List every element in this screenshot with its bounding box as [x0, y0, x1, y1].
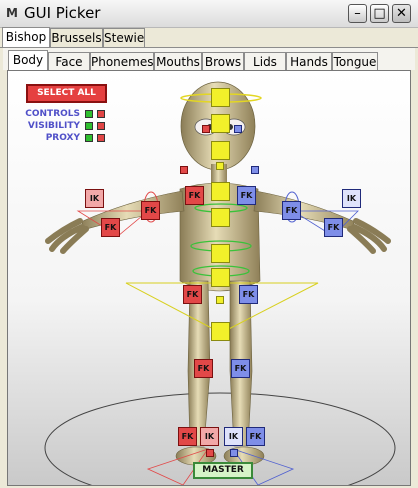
wrist-right-fk[interactable]: FK — [324, 218, 343, 237]
controls-hide-toggle[interactable] — [97, 110, 105, 118]
tab-brussels[interactable]: Brussels — [50, 28, 103, 47]
head-control[interactable] — [211, 114, 230, 133]
toe-left-control[interactable] — [206, 449, 214, 457]
spine-upper-control[interactable] — [211, 208, 230, 227]
elbow-left-fk[interactable]: FK — [141, 201, 160, 220]
shoulder-right-fk[interactable]: FK — [237, 186, 256, 205]
tab-phonemes[interactable]: Phonemes — [90, 52, 154, 70]
visibility-hide-toggle[interactable] — [97, 122, 105, 130]
head-top-control[interactable] — [211, 88, 230, 107]
leg-right-ik[interactable]: IK — [224, 427, 243, 446]
jaw-control[interactable] — [211, 141, 230, 160]
legend-proxy-label: PROXY — [45, 133, 80, 143]
hip-left-fk[interactable]: FK — [183, 285, 202, 304]
select-all-button[interactable]: SELECT ALL — [26, 84, 107, 103]
close-icon: ✕ — [396, 6, 407, 21]
neck-control[interactable] — [216, 162, 224, 170]
hips-control[interactable] — [216, 296, 224, 304]
maya-icon: M — [6, 6, 18, 20]
hip-right-fk[interactable]: FK — [239, 285, 258, 304]
foot-left-fk[interactable]: FK — [178, 427, 197, 446]
window-title: GUI Picker — [24, 4, 101, 22]
tab-divider — [0, 47, 418, 48]
wrist-left-fk[interactable]: FK — [101, 218, 120, 237]
root-control[interactable] — [211, 322, 230, 341]
spine-mid-control[interactable] — [211, 244, 230, 263]
eye-left-control[interactable] — [202, 125, 210, 133]
arm-right-ik[interactable]: IK — [342, 189, 361, 208]
floor-circle — [44, 392, 396, 485]
tab-bishop[interactable]: Bishop — [2, 27, 50, 48]
knee-right-fk[interactable]: FK — [231, 359, 250, 378]
tab-body[interactable]: Body — [8, 50, 48, 71]
arm-left-ik[interactable]: IK — [85, 189, 104, 208]
tab-mouths[interactable]: Mouths — [154, 52, 202, 70]
foot-right-fk[interactable]: FK — [246, 427, 265, 446]
tab-hands[interactable]: Hands — [286, 52, 332, 70]
elbow-right-fk[interactable]: FK — [282, 201, 301, 220]
minimize-button[interactable]: – — [348, 4, 367, 23]
spine-lower-control[interactable] — [211, 268, 230, 287]
visibility-show-toggle[interactable] — [85, 122, 93, 130]
tab-tongue[interactable]: Tongue — [332, 52, 378, 70]
clavicle-left-control[interactable] — [180, 166, 188, 174]
tab-lids[interactable]: Lids — [244, 52, 286, 70]
title-bar: M GUI Picker – □ ✕ — [0, 0, 418, 28]
maximize-icon: □ — [373, 6, 386, 21]
proxy-hide-toggle[interactable] — [97, 134, 105, 142]
proxy-show-toggle[interactable] — [85, 134, 93, 142]
leg-left-ik[interactable]: IK — [200, 427, 219, 446]
toe-right-control[interactable] — [230, 449, 238, 457]
controls-show-toggle[interactable] — [85, 110, 93, 118]
close-button[interactable]: ✕ — [392, 4, 411, 23]
clavicle-right-control[interactable] — [251, 166, 259, 174]
shoulder-left-fk[interactable]: FK — [185, 186, 204, 205]
knee-left-fk[interactable]: FK — [194, 359, 213, 378]
tab-face[interactable]: Face — [48, 52, 90, 70]
chest-control[interactable] — [211, 182, 230, 201]
minimize-icon: – — [354, 6, 361, 21]
tab-brows[interactable]: Brows — [202, 52, 244, 70]
eye-right-control[interactable] — [234, 125, 242, 133]
tab-stewie[interactable]: Stewie — [103, 28, 145, 47]
legend-visibility-label: VISIBILITY — [27, 121, 80, 131]
maximize-button[interactable]: □ — [370, 4, 389, 23]
legend-controls-label: CONTROLS — [25, 109, 80, 119]
picker-viewport: SELECT ALL CONTROLS VISIBILITY PROXY FK … — [7, 70, 411, 486]
master-button[interactable]: MASTER — [193, 462, 253, 479]
